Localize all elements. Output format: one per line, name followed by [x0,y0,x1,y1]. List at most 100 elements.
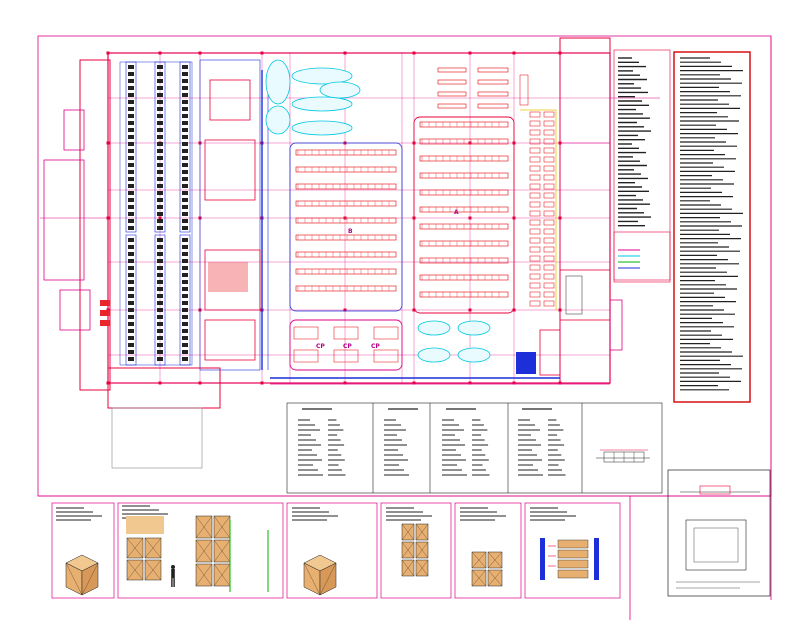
rack-bay [128,156,134,160]
bottom-sheet-text [56,505,576,521]
rack-bay [157,100,163,104]
zone-a-racks [419,121,509,298]
rack-bay [157,329,163,333]
rack-bay [182,156,188,160]
gondola-shelf [295,183,397,190]
rack-zone [119,61,193,366]
rack-bay [128,357,134,361]
rack-bay [157,163,163,167]
loading-dock [107,367,221,409]
rack-bay [182,72,188,76]
gondola-shelf [529,156,541,163]
column-marker [512,51,516,55]
cp-label-2: CP [343,343,352,350]
rack-bay [128,329,134,333]
zone-b-racks [295,149,397,292]
display-island [265,59,291,105]
rack-bay [182,357,188,361]
gondola-shelf [477,91,509,97]
rack-bay [128,273,134,277]
detail-tables [286,402,663,494]
rack-bay [157,107,163,111]
gondola-shelf [529,264,541,271]
rack-bay [182,205,188,209]
gondola-shelf [477,79,509,85]
column-marker [558,381,562,385]
rack-bay [182,238,188,242]
rack-bay [182,252,188,256]
gondola-shelf [437,67,467,73]
rack-bay [157,79,163,83]
gondola-shelf [437,79,467,85]
gondola-shelf [295,251,397,258]
office-block-1 [63,109,85,151]
rack-bay [128,280,134,284]
rack-bay [128,114,134,118]
rack-bay [128,315,134,319]
gondola-shelf [543,273,555,280]
gondola-shelf [529,210,541,217]
guide-line [520,109,557,310]
pallet-cross [401,541,415,559]
gondola-shelf [529,111,541,118]
office-block-2 [43,159,85,281]
rack-bay [182,322,188,326]
gondola-shelf [543,300,555,307]
gondola-shelf [529,138,541,145]
rack-bay [182,198,188,202]
column-marker [106,141,110,145]
rack-bay [128,72,134,76]
dock-lower [111,407,203,469]
pallet-cross [471,569,487,587]
rack-bay [157,322,163,326]
upper-right-racks [437,67,529,109]
title-block-drawing [676,485,760,589]
rack-bay [182,135,188,139]
zone-a-label: A [454,209,459,216]
rack-bay [182,177,188,181]
gondola-shelf [543,282,555,289]
rack-bay [182,107,188,111]
pallet-cross [144,537,162,559]
gondola-shelf [295,200,397,207]
rack-bay [182,273,188,277]
gondola-shelf [529,273,541,280]
zone-b-area [289,142,403,312]
column-marker [343,381,347,385]
rack-bay [157,170,163,174]
color-key-box [613,231,671,281]
rack-bay [157,156,163,160]
column-marker [106,216,110,220]
gondola-shelf [295,268,397,275]
rack-bay [128,100,134,104]
display-island [457,347,491,363]
rack-bay [182,86,188,90]
column-marker [468,216,472,220]
column-marker [198,381,202,385]
gondola-shelf [529,192,541,199]
rack-bay [157,238,163,242]
column-marker [468,308,472,312]
rack-bay [157,86,163,90]
person-icon [171,565,175,587]
cp-label-3: CP [371,343,380,350]
bottom-detail-sheets [51,502,621,599]
rack-bay [157,259,163,263]
forklift-icon [540,538,599,580]
rack-bay [182,329,188,333]
rack-bay [157,198,163,202]
column-marker [343,308,347,312]
gondola-shelf [543,264,555,271]
rack-bay [157,315,163,319]
rack-bay [128,287,134,291]
column-marker [106,51,110,55]
pallet-cross [487,569,503,587]
cp-label-1: CP [316,343,325,350]
gondola-shelf [529,219,541,226]
rack-bay [128,93,134,97]
rack-bay [182,287,188,291]
gondola-shelf [529,291,541,298]
gondola-shelf [295,285,397,292]
rack-bay [157,191,163,195]
pallet-top [126,516,164,534]
